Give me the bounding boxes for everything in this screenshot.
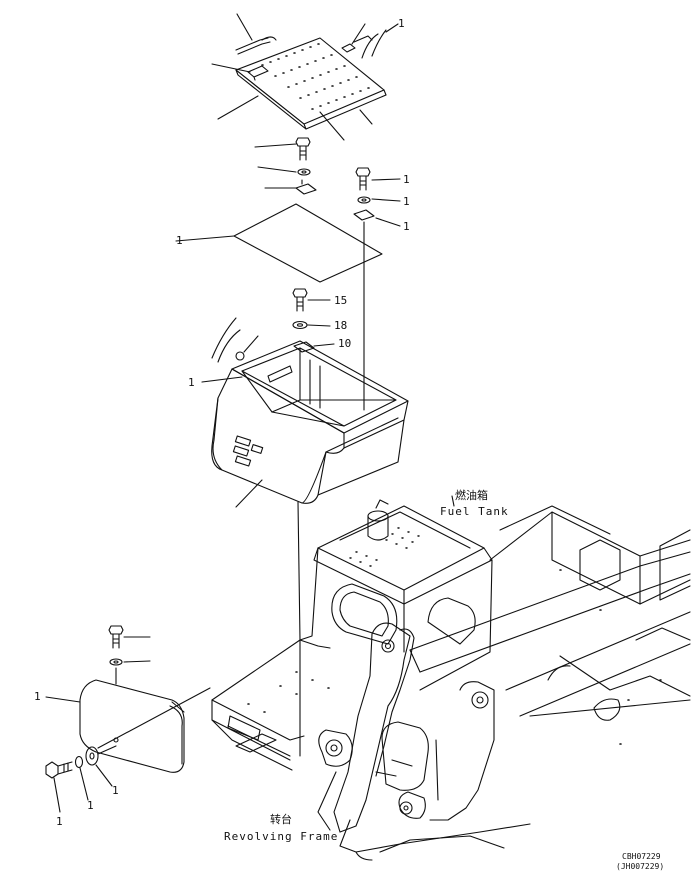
assembly-line-box <box>298 502 300 640</box>
callout-clip-10: 10 <box>338 337 352 350</box>
side-cover <box>46 626 210 812</box>
fuel-tank-label-cn: 燃油箱 <box>455 489 488 502</box>
upper-right-bolt-set <box>354 168 400 410</box>
revolving-frame <box>212 496 690 860</box>
top-cover-plate <box>212 14 398 140</box>
callout-side-cover: 1 <box>34 690 41 703</box>
callout-right-washer: 1 <box>403 195 410 208</box>
callout-bottom-nut: 1 <box>112 784 119 797</box>
callout-right-bolt: 1 <box>403 173 410 186</box>
callout-bottom-bolt: 1 <box>56 815 63 828</box>
fuel-tank-label-en: Fuel Tank <box>440 505 509 518</box>
revolving-frame-label-cn: 转台 <box>270 813 292 826</box>
gasket-sheet <box>176 204 382 282</box>
callout-right-clip: 1 <box>403 220 410 233</box>
upper-left-bolt-set <box>255 138 316 194</box>
callout-sheet: 1 <box>176 234 183 247</box>
callout-bolt-15: 15 <box>334 294 348 307</box>
drawing-code-alt: (JH007229) <box>616 862 665 871</box>
callout-top-clip: 1 <box>398 17 405 30</box>
callout-bottom-washer: 1 <box>87 799 94 812</box>
lower-bolt-set <box>293 289 334 352</box>
callout-box-latch: 1 <box>188 376 195 389</box>
tool-box <box>202 318 408 507</box>
revolving-frame-label-en: Revolving Frame <box>224 830 339 843</box>
drawing-code: CBH07229 <box>622 852 661 861</box>
callout-washer-18: 18 <box>334 319 348 332</box>
